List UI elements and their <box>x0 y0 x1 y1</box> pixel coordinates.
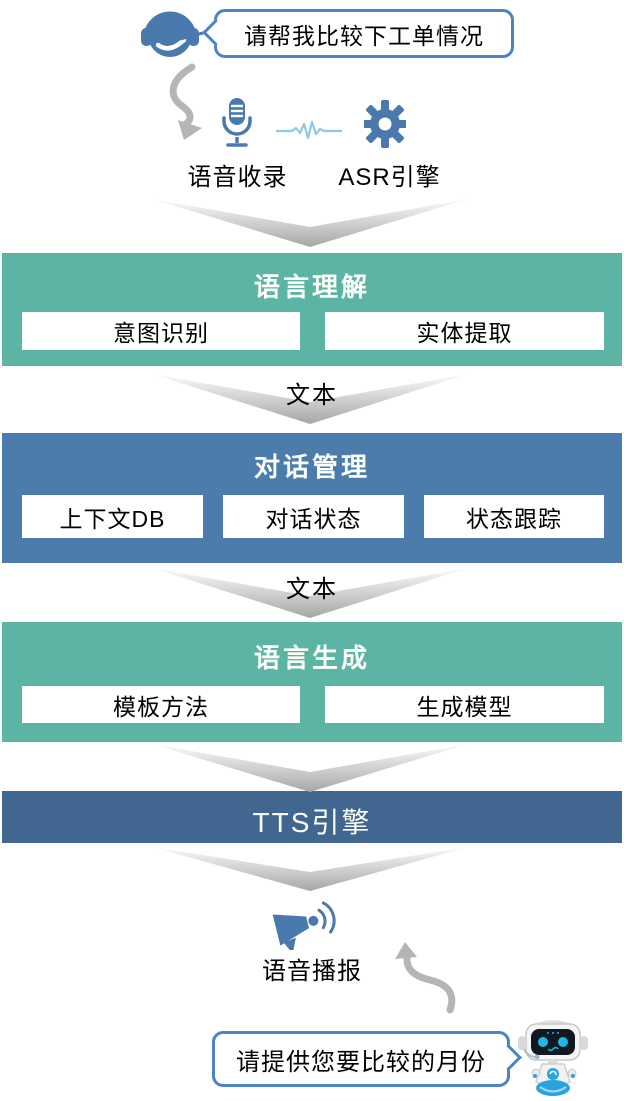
chevron-down-icon <box>152 847 468 891</box>
nlu-item-intent-recognition: 意图识别 <box>22 312 300 350</box>
microphone-icon <box>222 98 252 147</box>
gear-icon <box>364 100 406 148</box>
chevron-down-icon <box>152 744 468 792</box>
dm-item-context-db: 上下文DB <box>22 495 203 538</box>
chevron-down-icon <box>152 568 468 618</box>
block-title: 语言生成 <box>253 643 370 673</box>
curved-arrow-down-icon <box>169 63 202 140</box>
block-title: 语言理解 <box>253 272 370 302</box>
block-title: 对话管理 <box>253 452 370 482</box>
bot-speech-bubble: 请提供您要比较的月份 <box>212 1031 522 1087</box>
waveform-icon <box>276 120 342 140</box>
flow-text-label-2: 文本 <box>286 576 338 603</box>
block-language-understanding: 语言理解 意图识别 实体提取 <box>2 253 622 366</box>
user-speech-bubble: 请帮我比较下工单情况 <box>202 9 514 58</box>
nlu-item-entity-extraction: 实体提取 <box>325 312 604 350</box>
bubble-tail-left <box>202 19 229 46</box>
customer-service-headset-icon <box>141 11 204 57</box>
megaphone-icon <box>272 901 336 950</box>
tts-title: TTS引擎 <box>252 807 372 838</box>
block-language-generation: 语言生成 模板方法 生成模型 <box>2 622 622 742</box>
dm-item-dialog-state: 对话状态 <box>223 495 404 538</box>
user-speech-text: 请帮我比较下工单情况 <box>244 22 484 49</box>
flow-text-label-1: 文本 <box>286 382 338 409</box>
asr-engine-label: ASR引擎 <box>338 164 441 191</box>
bot-speech-text: 请提供您要比较的月份 <box>236 1048 486 1076</box>
chevron-down-icon <box>152 374 468 424</box>
nlg-item-generation-model: 生成模型 <box>325 686 604 723</box>
nlg-item-template-method: 模板方法 <box>22 686 300 723</box>
dm-item-state-tracking: 状态跟踪 <box>424 495 604 538</box>
voice-capture-label: 语音收录 <box>187 164 288 191</box>
voice-broadcast-label: 语音播报 <box>262 958 362 985</box>
block-tts-engine: TTS引擎 <box>2 791 622 843</box>
robot-icon <box>518 1020 588 1096</box>
block-dialog-management: 对话管理 上下文DB 对话状态 状态跟踪 <box>2 433 622 563</box>
curved-arrow-up-icon <box>395 942 456 1014</box>
chevron-down-icon <box>152 199 468 247</box>
